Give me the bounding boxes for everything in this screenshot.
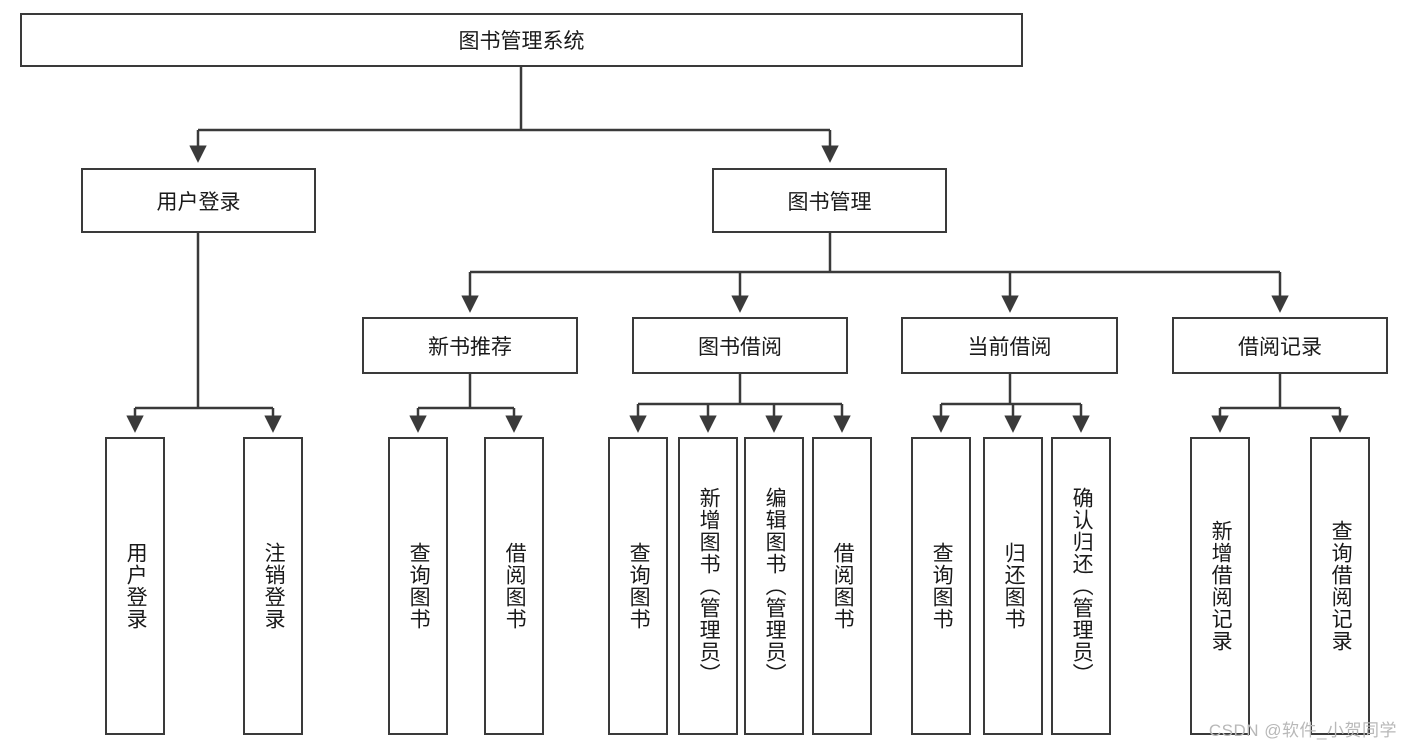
- leaf-label: 借阅图书: [503, 542, 527, 630]
- leaf-node[interactable]: 注销登录: [243, 437, 303, 735]
- leaf-node[interactable]: 借阅图书: [812, 437, 872, 735]
- node-root-label: 图书管理系统: [458, 30, 585, 53]
- watermark: CSDN @软件_小贺同学: [1208, 721, 1397, 740]
- leaf-node[interactable]: 查询图书: [608, 437, 668, 735]
- leaf-label: 归还图书: [1002, 542, 1026, 630]
- leaf-node[interactable]: 确认归还（管理员）: [1051, 437, 1111, 735]
- leaf-label: 新增借阅记录: [1209, 520, 1233, 652]
- leaf-node[interactable]: 查询图书: [388, 437, 448, 735]
- node-current-borrow[interactable]: 当前借阅: [901, 317, 1118, 374]
- leaf-label: 注销登录: [262, 542, 286, 630]
- node-book-management[interactable]: 图书管理: [712, 168, 947, 233]
- leaf-label: 编辑图书（管理员）: [763, 487, 787, 685]
- leaf-label: 查询借阅记录: [1329, 520, 1353, 652]
- leaf-node[interactable]: 用户登录: [105, 437, 165, 735]
- leaf-label: 查询图书: [930, 542, 954, 630]
- node-book-management-label: 图书管理: [787, 190, 872, 214]
- node-root[interactable]: 图书管理系统: [20, 13, 1023, 67]
- leaf-node[interactable]: 归还图书: [983, 437, 1043, 735]
- leaf-label: 用户登录: [124, 542, 148, 630]
- node-book-borrow-label: 图书借阅: [698, 335, 782, 359]
- leaf-label: 查询图书: [407, 542, 431, 630]
- node-new-book-recommend[interactable]: 新书推荐: [362, 317, 578, 374]
- node-user-login[interactable]: 用户登录: [81, 168, 316, 233]
- leaf-node[interactable]: 编辑图书（管理员）: [744, 437, 804, 735]
- node-new-book-recommend-label: 新书推荐: [428, 335, 512, 359]
- leaf-node[interactable]: 新增图书（管理员）: [678, 437, 738, 735]
- leaf-node[interactable]: 借阅图书: [484, 437, 544, 735]
- leaf-node[interactable]: 查询借阅记录: [1310, 437, 1370, 735]
- leaf-label: 确认归还（管理员）: [1070, 487, 1094, 685]
- leaf-label: 新增图书（管理员）: [697, 487, 721, 685]
- node-current-borrow-label: 当前借阅: [967, 335, 1052, 359]
- node-user-login-label: 用户登录: [156, 190, 241, 214]
- leaf-node[interactable]: 新增借阅记录: [1190, 437, 1250, 735]
- leaf-node[interactable]: 查询图书: [911, 437, 971, 735]
- leaf-label: 借阅图书: [831, 542, 855, 630]
- node-borrow-record-label: 借阅记录: [1238, 335, 1322, 359]
- node-borrow-record[interactable]: 借阅记录: [1172, 317, 1388, 374]
- node-book-borrow[interactable]: 图书借阅: [632, 317, 848, 374]
- leaf-label: 查询图书: [627, 542, 651, 630]
